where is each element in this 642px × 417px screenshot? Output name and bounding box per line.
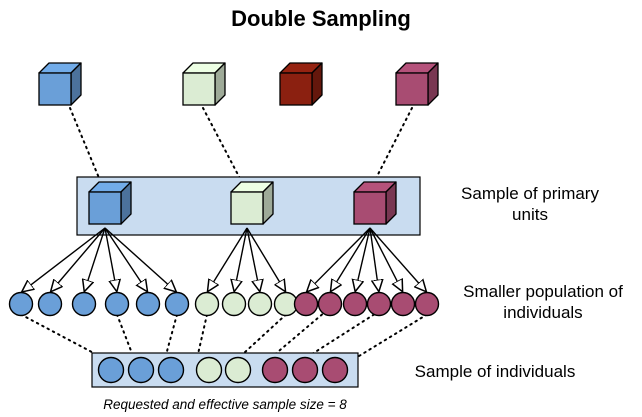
population-primary-units: [38, 62, 439, 106]
sampled-primary-units: [88, 181, 397, 225]
sampled-individual-4-green: [195, 356, 223, 384]
individual-blue-1: [8, 291, 34, 317]
population-unit-cube-magenta: [395, 62, 439, 106]
individual-connector-8: [354, 313, 428, 360]
population-unit-cube-blue: [38, 62, 82, 106]
individual-magenta-2: [317, 291, 343, 317]
arrow-magenta-4: [369, 227, 379, 291]
population-unit-cube-green: [182, 62, 226, 106]
individual-blue-2: [37, 291, 63, 317]
connector-blue-unit: [69, 107, 105, 191]
arrow-green-1: [208, 227, 248, 291]
individual-connector-5: [237, 313, 287, 360]
label-sample-primary-line2: units: [512, 205, 548, 224]
individual-magenta-1: [293, 291, 319, 317]
individual-green-1: [194, 291, 220, 317]
arrow-blue-3: [84, 227, 106, 291]
individual-blue-6: [164, 291, 190, 317]
individual-blue-3: [71, 291, 97, 317]
individual-blue-5: [135, 291, 161, 317]
diagram-title: Double Sampling: [231, 6, 411, 31]
individual-green-3: [247, 291, 273, 317]
sampled-individuals: [97, 356, 349, 384]
arrow-green-3: [246, 227, 260, 291]
arrow-blue-1: [22, 227, 106, 292]
individual-connector-6: [269, 313, 323, 360]
sampled-individual-2-blue: [127, 356, 155, 384]
individual-green-2: [221, 291, 247, 317]
arrow-magenta-1: [307, 227, 371, 291]
arrow-blue-6: [104, 227, 176, 291]
sampled-unit-cube-blue: [88, 181, 132, 225]
population-unit-cube-red: [279, 62, 323, 106]
arrow-magenta-2: [331, 227, 371, 291]
sampled-individual-5-green: [224, 356, 252, 384]
sample-size-caption: Requested and effective sample size = 8: [103, 397, 347, 412]
arrow-magenta-3: [355, 227, 371, 291]
sampled-individual-3-blue: [157, 356, 185, 384]
individual-magenta-5: [390, 291, 416, 317]
arrow-green-2: [234, 227, 248, 291]
arrow-magenta-5: [369, 227, 402, 291]
label-sample-primary-line1: Sample of primary: [461, 184, 599, 203]
sampled-individual-8-magenta: [321, 356, 349, 384]
label-smaller-population-line1: Smaller population of: [463, 282, 623, 301]
individual-magenta-3: [342, 291, 368, 317]
arrow-blue-2: [51, 227, 106, 291]
individual-connector-2: [116, 313, 135, 360]
arrow-green-4: [246, 227, 285, 291]
individual-magenta-4: [366, 291, 392, 317]
population-to-sample-connectors: [69, 107, 413, 191]
label-sample-individuals: Sample of individuals: [415, 362, 576, 381]
sampled-individual-6-magenta: [261, 356, 289, 384]
smaller-population-individuals: [8, 291, 440, 317]
arrow-blue-4: [104, 227, 117, 291]
individual-connector-4: [196, 313, 208, 360]
sampled-individual-7-magenta: [291, 356, 319, 384]
sampled-unit-cube-green: [230, 181, 274, 225]
individual-connector-7: [304, 313, 375, 360]
sampled-individual-1-blue: [97, 356, 125, 384]
subsampling-arrows: [22, 227, 426, 292]
arrow-magenta-6: [369, 227, 426, 291]
sampled-unit-cube-magenta: [353, 181, 397, 225]
individual-to-sample-connectors: [20, 313, 428, 360]
label-smaller-population-line2: individuals: [503, 303, 582, 322]
individual-connector-3: [164, 313, 178, 360]
individual-magenta-6: [414, 291, 440, 317]
individual-connector-1: [20, 313, 105, 360]
arrow-blue-5: [104, 227, 147, 291]
individual-blue-4: [104, 291, 130, 317]
connector-green-unit: [202, 107, 247, 191]
